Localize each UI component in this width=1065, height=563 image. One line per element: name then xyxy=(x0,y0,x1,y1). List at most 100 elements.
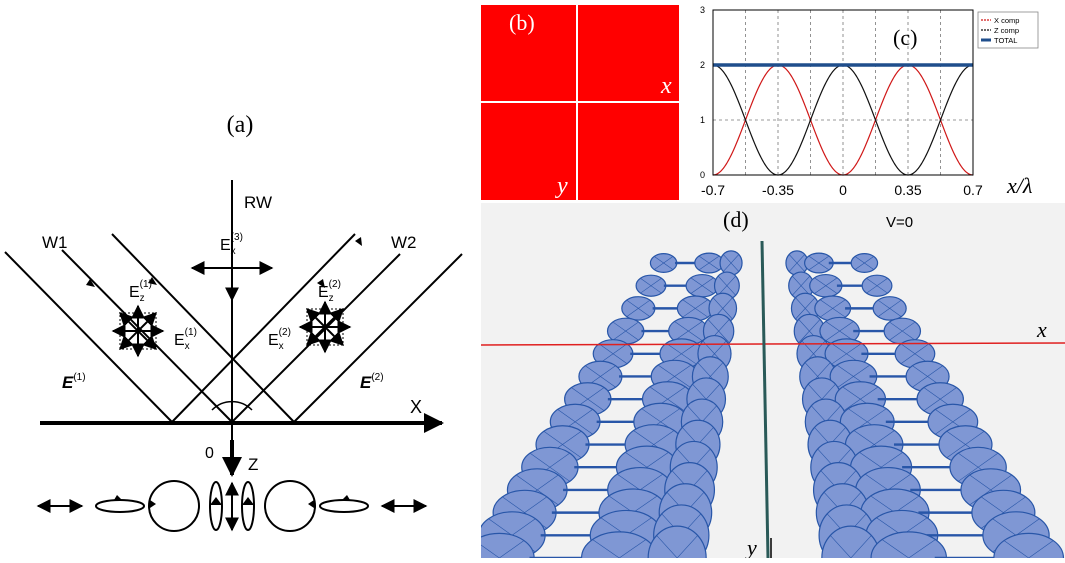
panel-d-svg: (d) V=0 x y xyxy=(480,207,1065,560)
chart-x-ticks: -0.7 -0.35 0 0.35 0.7 xyxy=(701,182,983,198)
ellipse-axis-line xyxy=(792,275,810,296)
ellipse-axis-line xyxy=(718,275,736,296)
chart-x-axis-label: x/λ xyxy=(1006,173,1032,198)
ellipse-axis-line xyxy=(825,321,854,341)
ellipse-axis-line xyxy=(598,343,628,364)
e2-component-star xyxy=(298,300,352,354)
ellipse-axis-line xyxy=(682,299,708,318)
panel-d-center-line xyxy=(760,240,770,559)
ellipse-axis-line xyxy=(640,278,662,294)
w1-label: W1 xyxy=(42,233,68,252)
chart-plot-frame xyxy=(712,9,974,176)
beam-direction-arrows xyxy=(86,237,362,288)
panel-d-x-label: x xyxy=(1036,317,1047,342)
ellipse-axis-line xyxy=(814,277,838,294)
chart-x-tick-label: 0.35 xyxy=(894,182,921,198)
ellipse-axis-line xyxy=(935,409,971,435)
panel-d-y-label: y xyxy=(745,535,757,558)
panel-b-y-label: y xyxy=(555,173,568,199)
ellipse-axis-line xyxy=(946,431,985,458)
rw-label: RW xyxy=(244,193,272,212)
e2x-label: Ex(2) xyxy=(268,327,291,352)
ellipse-axis-line xyxy=(808,255,830,271)
chart-legend-label: Z comp xyxy=(994,26,1019,35)
e2-vector-label: E(2) xyxy=(360,372,384,392)
polarization-ellipse xyxy=(481,532,535,558)
incident-beams-left xyxy=(4,233,295,423)
ellipse-axis-line xyxy=(698,255,720,271)
ellipse-axis-line xyxy=(900,343,930,364)
ellipse-axis-line xyxy=(789,254,805,272)
ellipse-axis-line xyxy=(795,297,816,320)
panel-a-label: (a) xyxy=(227,112,254,138)
chart-y-tick-label: 0 xyxy=(700,170,705,180)
chart-x-tick-label: -0.35 xyxy=(762,182,794,198)
panel-d-x-axis xyxy=(480,342,1065,346)
chart-y-tick-label: 1 xyxy=(700,115,705,125)
e1-vector-label: E(1) xyxy=(62,372,86,392)
z-axis-label: Z xyxy=(248,455,258,474)
ellipse-axis-line xyxy=(842,386,879,412)
ellipse-axis-line xyxy=(618,539,646,558)
ellipse-axis-line xyxy=(958,453,999,482)
panel-d-polarization-field: (d) V=0 x y xyxy=(480,203,1065,560)
origin-label: 0 xyxy=(205,445,214,462)
ellipse-axis-line xyxy=(854,256,874,270)
panel-b-svg: (b) x y xyxy=(481,5,679,200)
ellipse-axis-line xyxy=(877,299,902,317)
ellipse-axis-line xyxy=(798,319,821,343)
ellipse-axis-line xyxy=(1004,540,1030,558)
e2z-label: Ez(2) xyxy=(318,279,341,304)
e3x-label: Ex(3) xyxy=(220,232,243,257)
chart-x-tick-label: 0 xyxy=(839,182,847,198)
polarization-rotation-arrows xyxy=(114,495,350,508)
panel-b-x-label: x xyxy=(660,73,672,99)
ellipse-axis-line xyxy=(592,539,620,558)
angle-arc xyxy=(211,400,253,411)
ellipse-axis-line xyxy=(836,364,870,388)
ellipse-axis-line xyxy=(882,539,910,558)
chart-legend-label: X comp xyxy=(994,16,1019,25)
e2-dashed-box xyxy=(306,308,344,346)
ellipse-axis-line xyxy=(656,535,678,558)
panel-a-svg: (a) W1 W2 RW xyxy=(4,112,463,532)
chart-legend-label: TOTAL xyxy=(994,36,1017,45)
chart-x-tick-label: 0.7 xyxy=(963,182,983,198)
ellipse-axis-line xyxy=(866,278,888,294)
ellipse-axis-line xyxy=(831,343,862,365)
panel-b-label: (b) xyxy=(509,10,535,35)
ellipse-axis-line xyxy=(498,540,524,558)
panel-a-schematic: (a) W1 W2 RW xyxy=(0,0,478,558)
ellipse-axis-line xyxy=(612,321,639,341)
e1z-label: Ez(1) xyxy=(129,279,152,304)
panel-d-status: V=0 xyxy=(886,214,913,231)
ellipse-axis-line xyxy=(820,299,846,318)
ellipse-axis-line xyxy=(676,535,698,558)
ellipse-axis-line xyxy=(626,299,651,317)
ellipse-axis-line xyxy=(674,321,703,341)
panel-c-label: (c) xyxy=(893,25,917,50)
panel-b-intensity-map: (b) x y xyxy=(481,5,679,200)
ellipse-axis-line xyxy=(690,277,714,294)
panel-d-label: (d) xyxy=(723,207,749,232)
ellipse-axis-line xyxy=(1028,540,1054,558)
ellipse-axis-line xyxy=(889,321,916,341)
ellipse-axis-line xyxy=(830,535,852,558)
e1-component-star xyxy=(111,304,165,358)
ellipse-axis-line xyxy=(723,254,739,272)
chart-x-tick-label: -0.7 xyxy=(701,182,725,198)
x-axis-label: X xyxy=(410,397,422,417)
polarization-sequence xyxy=(36,480,428,532)
e1x-label: Ex(1) xyxy=(174,327,197,352)
e1-dashed-box xyxy=(119,312,157,350)
ellipse-axis-line xyxy=(912,365,943,388)
ellipse-axis-line xyxy=(654,256,674,270)
polarization-ellipse xyxy=(647,525,707,558)
ellipse-axis-line xyxy=(481,544,500,558)
ellipse-axis-line xyxy=(908,539,936,558)
chart-y-tick-label: 2 xyxy=(700,60,705,70)
